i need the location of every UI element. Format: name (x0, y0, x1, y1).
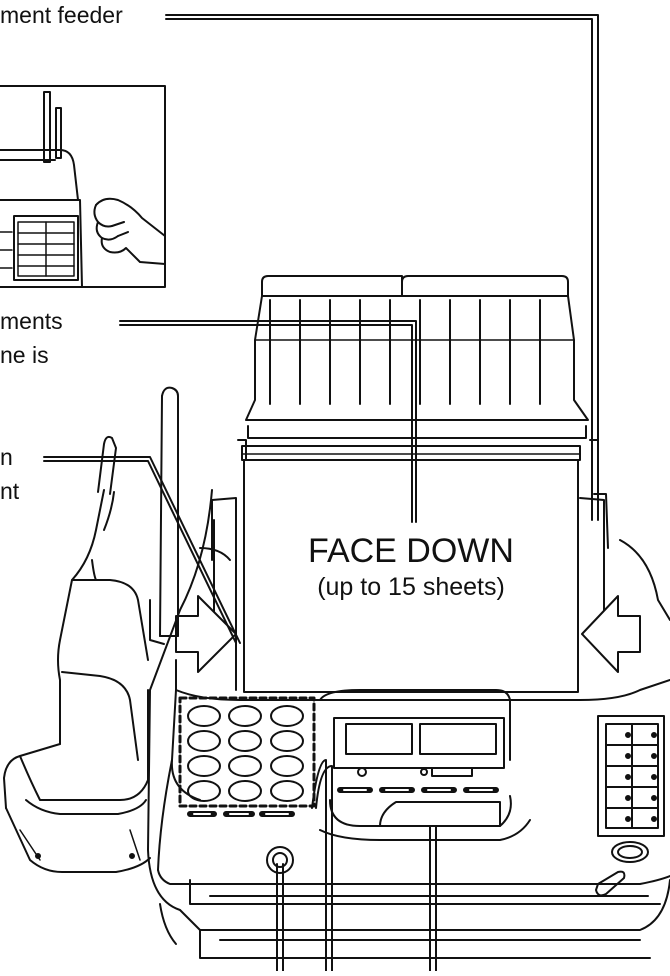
hand-icon (94, 199, 165, 264)
n-fragment-label: n (0, 444, 13, 470)
face-down-label: FACE DOWN (244, 532, 578, 570)
one-touch-panel (598, 716, 664, 836)
inset-illustration (0, 86, 165, 287)
dial-keypad (180, 698, 314, 814)
right-arrow-icon (582, 596, 640, 672)
paper-tray (238, 276, 598, 460)
documents-label: ments (0, 308, 63, 334)
left-arrow-icon (176, 596, 236, 672)
phone-is-label: ne is (0, 342, 49, 368)
handset-antenna (98, 437, 116, 494)
stop-button (612, 842, 648, 862)
document-feeder-label: ment feeder (0, 2, 123, 28)
inset-button-grid (18, 222, 74, 276)
round-button (267, 847, 293, 873)
display-panel (320, 718, 530, 840)
handset (4, 490, 150, 872)
sheet-capacity-label: (up to 15 sheets) (244, 572, 578, 602)
nt-fragment-label: nt (0, 478, 19, 504)
